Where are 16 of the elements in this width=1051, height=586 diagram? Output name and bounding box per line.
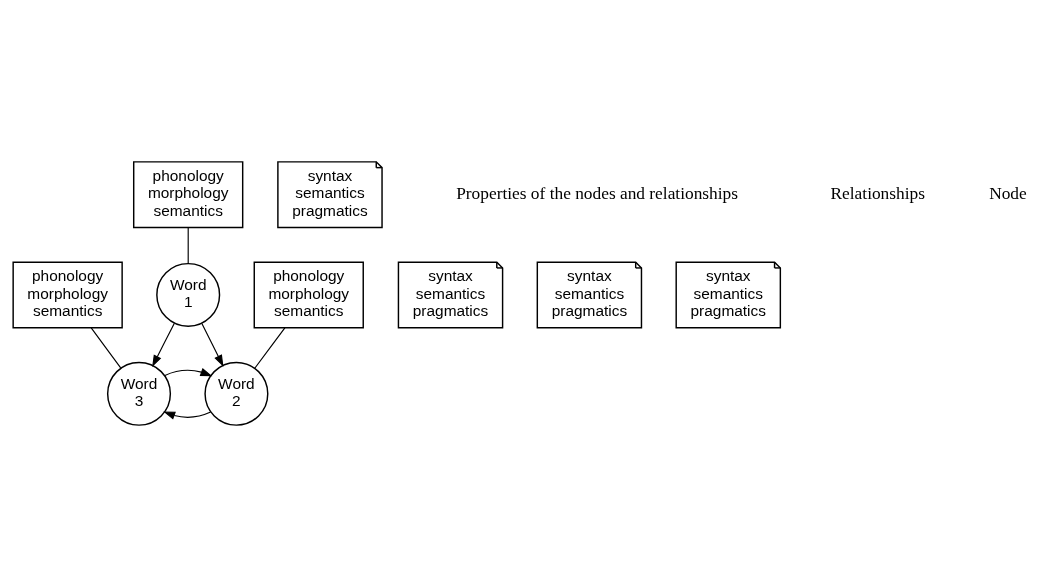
connector <box>90 326 122 368</box>
arrow <box>152 322 175 367</box>
arrow <box>164 367 213 376</box>
label: Properties of the nodes and relationships <box>456 183 738 203</box>
node-circle: Word 1 <box>156 262 221 327</box>
connector <box>187 226 189 264</box>
arrow <box>201 322 224 367</box>
node-box: phonology morphology semantics <box>12 260 123 328</box>
node-box: phonology morphology semantics <box>253 260 364 328</box>
connector <box>254 326 286 369</box>
node-circle: Word 3 <box>106 361 172 426</box>
label: Relationships <box>830 183 925 203</box>
node-box: phonology morphology semantics <box>133 160 244 228</box>
node-circle: Word 2 <box>204 361 269 426</box>
label: Node <box>989 183 1027 203</box>
arrow <box>163 411 212 420</box>
